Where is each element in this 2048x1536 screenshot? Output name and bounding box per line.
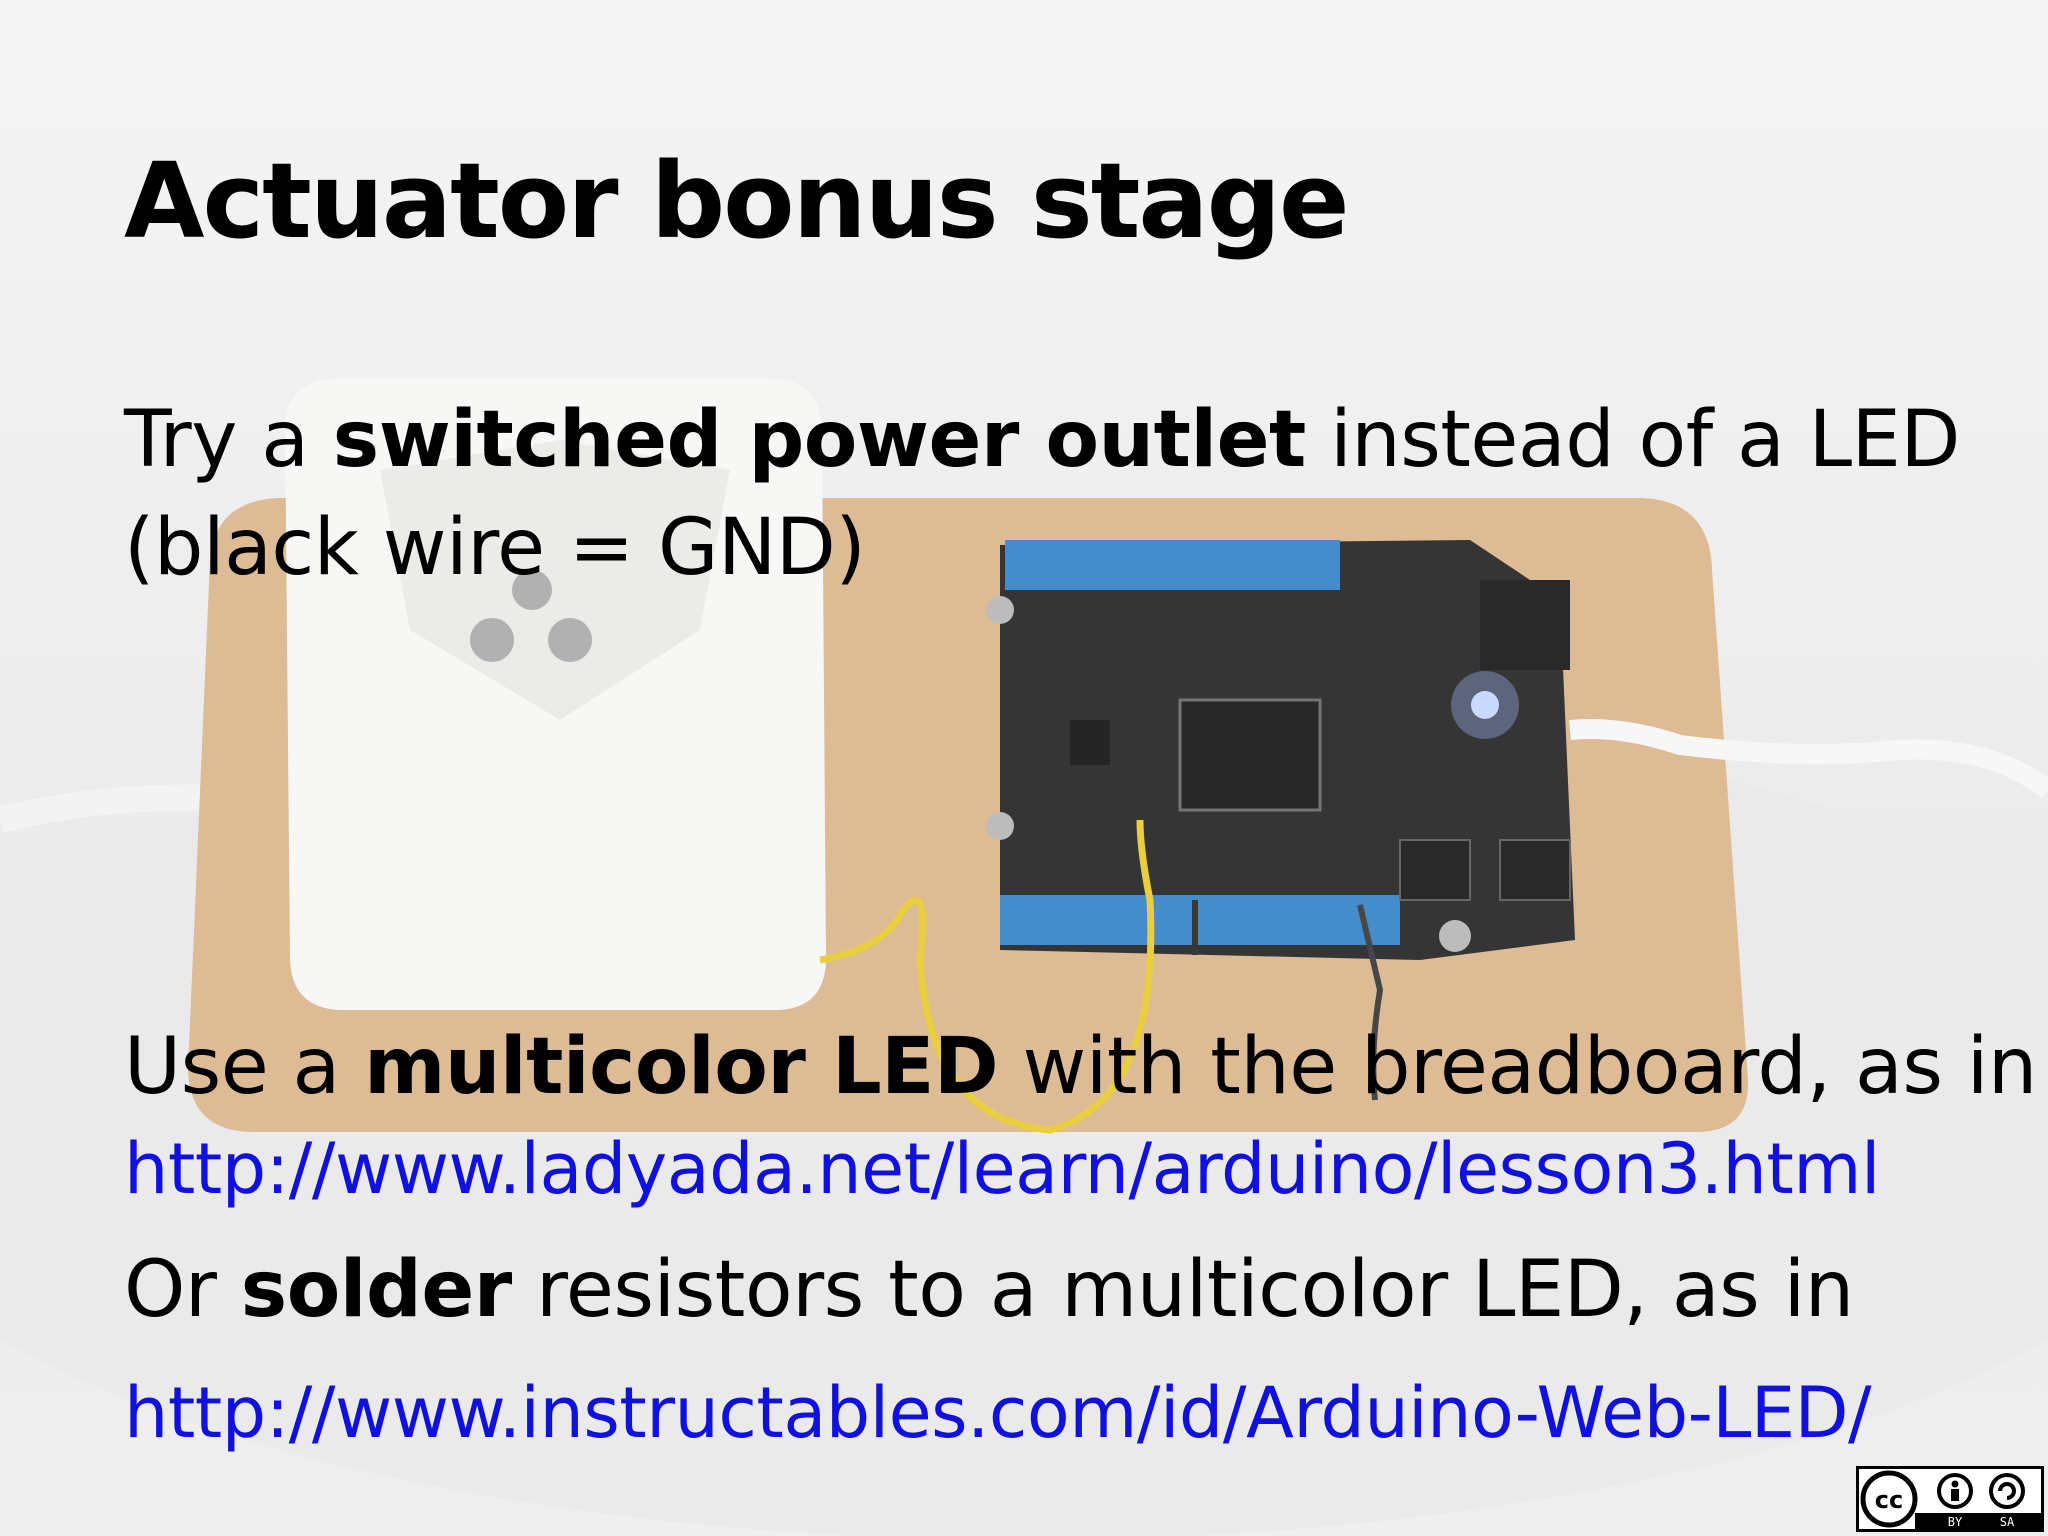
black-wire-2 [1357,904,1384,1101]
ladyada-link[interactable]: http://www.ladyada.net/learn/arduino/les… [124,1128,1880,1210]
usb-cable [1569,719,2048,798]
bullet-outlet-bold: switched power outlet [332,395,1307,485]
bullet-multicolor-bold: multicolor LED [364,1022,999,1112]
sa-label: SA [2000,1515,2015,1529]
bullet-multicolor-text-after: with the breadboard, as in [998,1022,2037,1112]
sa-icon [1989,1473,2025,1509]
license-badge-graphic: cc BY SA [1859,1469,2041,1529]
cc-by-sa-badge[interactable]: cc BY SA [1856,1466,2044,1532]
cc-icon [1860,1470,1918,1528]
slide-title: Actuator bonus stage [124,140,1350,262]
instructables-link[interactable]: http://www.instructables.com/id/Arduino-… [124,1372,1872,1454]
bullet-solder-text-before: Or [124,1245,241,1335]
bullet-multicolor: Use a multicolor LED with the breadboard… [124,1022,2037,1112]
by-label: BY [1948,1515,1963,1529]
bullet-outlet: Try a switched power outlet instead of a… [124,395,1960,485]
bullet-solder-text-after: resistors to a multicolor LED, as in [511,1245,1854,1335]
bullet-multicolor-text-before: Use a [124,1022,365,1112]
cc-label: cc [1875,1486,1903,1514]
bullet-solder: Or solder resistors to a multicolor LED,… [124,1245,1854,1335]
yellow-wire [819,819,1155,1134]
bullet-outlet-note: (black wire = GND) [124,503,866,593]
bullet-outlet-text-after: instead of a LED [1305,395,1960,485]
power-outlet [285,378,826,1010]
bullet-solder-bold: solder [240,1245,512,1335]
bullet-outlet-text-before: Try a [124,395,333,485]
